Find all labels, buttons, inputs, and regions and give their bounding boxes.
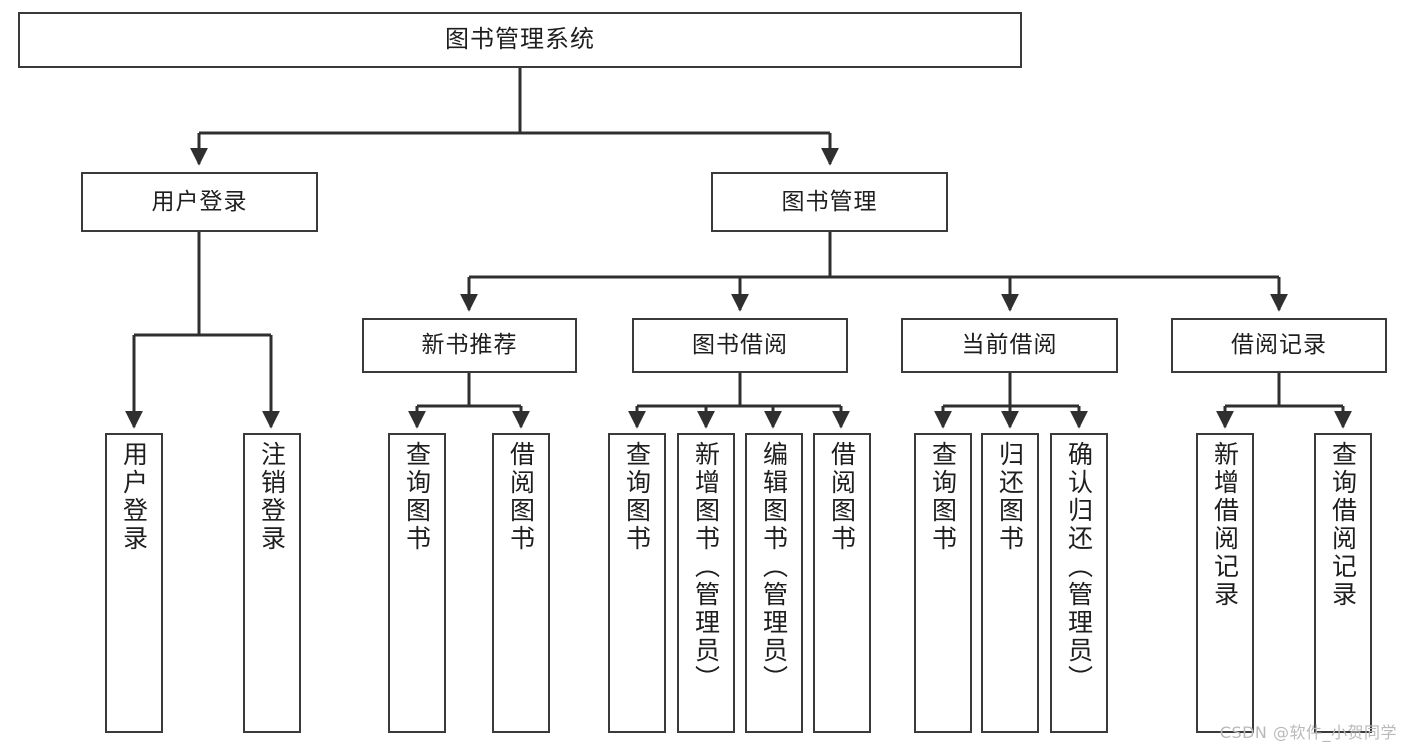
leaf-query-book-3[interactable]: 查询图书 xyxy=(914,433,972,733)
node-label: 图书管理系统 xyxy=(445,25,595,54)
node-label: 查询借阅记录 xyxy=(1328,441,1358,609)
node-label: 查询图书 xyxy=(928,441,958,553)
node-current-borrow[interactable]: 当前借阅 xyxy=(901,318,1118,373)
node-root-system[interactable]: 图书管理系统 xyxy=(18,12,1022,68)
node-label: 用户登录 xyxy=(119,441,149,553)
leaf-query-record[interactable]: 查询借阅记录 xyxy=(1314,433,1372,733)
leaf-query-book-1[interactable]: 查询图书 xyxy=(388,433,446,733)
node-label: 查询图书 xyxy=(402,441,432,553)
leaf-add-book[interactable]: 新增图书（管理员） xyxy=(677,433,735,733)
node-label: 注销登录 xyxy=(257,441,287,553)
node-label: 图书管理 xyxy=(781,188,878,215)
node-label: 查询图书 xyxy=(622,441,652,553)
leaf-add-record[interactable]: 新增借阅记录 xyxy=(1196,433,1254,733)
node-label: 图书借阅 xyxy=(692,332,788,359)
watermark: CSDN @软件_小贺同学 xyxy=(1219,723,1397,742)
leaf-borrow-book-2[interactable]: 借阅图书 xyxy=(813,433,871,733)
node-label: 借阅图书 xyxy=(827,441,857,553)
node-label: 新书推荐 xyxy=(421,332,518,359)
node-label: 借阅图书 xyxy=(506,441,536,553)
node-label: 新增图书（管理员） xyxy=(691,441,721,693)
node-label: 编辑图书（管理员） xyxy=(759,441,789,693)
node-label: 用户登录 xyxy=(151,188,248,215)
leaf-user-login[interactable]: 用户登录 xyxy=(105,433,163,733)
leaf-return-book[interactable]: 归还图书 xyxy=(981,433,1039,733)
leaf-borrow-book-1[interactable]: 借阅图书 xyxy=(492,433,550,733)
node-book-borrow[interactable]: 图书借阅 xyxy=(632,318,848,373)
leaf-edit-book[interactable]: 编辑图书（管理员） xyxy=(745,433,803,733)
leaf-confirm-return[interactable]: 确认归还（管理员） xyxy=(1050,433,1108,733)
node-borrow-record[interactable]: 借阅记录 xyxy=(1171,318,1387,373)
node-label: 借阅记录 xyxy=(1231,332,1327,359)
node-new-book-recommend[interactable]: 新书推荐 xyxy=(362,318,577,373)
leaf-logout-login[interactable]: 注销登录 xyxy=(243,433,301,733)
node-user-login[interactable]: 用户登录 xyxy=(81,172,318,232)
node-label: 归还图书 xyxy=(995,441,1025,553)
node-label: 新增借阅记录 xyxy=(1210,441,1240,609)
leaf-query-book-2[interactable]: 查询图书 xyxy=(608,433,666,733)
node-label: 当前借阅 xyxy=(961,332,1058,359)
node-book-manage[interactable]: 图书管理 xyxy=(711,172,948,232)
node-label: 确认归还（管理员） xyxy=(1064,441,1094,693)
